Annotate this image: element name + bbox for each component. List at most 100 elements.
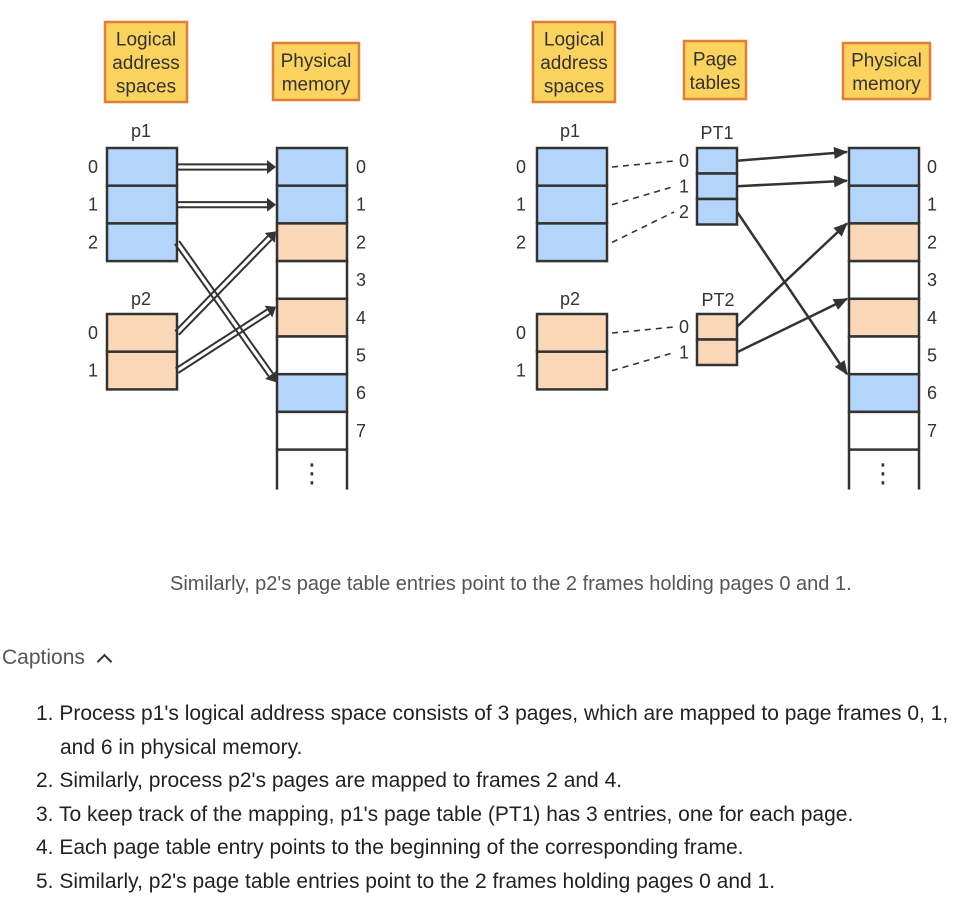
memory-frame <box>849 261 919 299</box>
frame-number: 5 <box>356 346 366 366</box>
frame-number: 5 <box>927 346 937 366</box>
frame-number: 4 <box>927 308 937 328</box>
page-table-pt2 <box>697 314 737 365</box>
page-number: 0 <box>88 323 98 343</box>
legend-text: Logical <box>116 30 176 51</box>
p1-page <box>537 148 607 186</box>
legend-text: Page <box>693 49 737 70</box>
page-number: 2 <box>88 232 98 252</box>
page-number: 0 <box>516 157 526 177</box>
page-table-link <box>612 212 674 242</box>
caption-item: 3. To keep track of the mapping, p1's pa… <box>36 798 966 832</box>
caption-item: 5. Similarly, p2's page table entries po… <box>36 865 966 898</box>
p2-pages <box>107 314 177 389</box>
physical-memory <box>849 148 919 490</box>
pt2-entry <box>697 314 737 340</box>
pt-entry-number: 0 <box>679 317 689 337</box>
page-number: 1 <box>88 195 98 215</box>
memory-frame <box>277 374 347 412</box>
arrow-line <box>179 241 273 373</box>
legend-text: tables <box>690 73 741 94</box>
frame-number: 3 <box>356 270 366 290</box>
frame-number: 1 <box>927 195 937 215</box>
legend-text: address <box>540 53 608 74</box>
p2-label: p2 <box>131 289 151 309</box>
pt1-entry <box>697 148 737 174</box>
p2-page <box>537 314 607 352</box>
pt1-label: PT1 <box>700 123 733 143</box>
legend-text: memory <box>282 74 351 95</box>
p2-page <box>537 352 607 390</box>
pt1-entry <box>697 174 737 200</box>
p1-page <box>537 223 607 261</box>
pt-entry-number: 1 <box>679 177 689 197</box>
p1-page <box>107 186 177 224</box>
memory-frame <box>849 374 919 412</box>
memory-frame <box>849 412 919 450</box>
memory-frame <box>277 299 347 337</box>
p1-label: p1 <box>560 121 580 141</box>
caption-item: 4. Each page table entry points to the b… <box>36 831 966 865</box>
page-number: 0 <box>516 323 526 343</box>
memory-frame <box>277 223 347 261</box>
legend-text: Physical <box>851 50 922 71</box>
p1-page <box>537 186 607 224</box>
captions-toggle[interactable]: Captions <box>2 646 110 670</box>
page-table-arrow <box>737 223 847 326</box>
page-table-link <box>612 353 674 371</box>
p1-label: p1 <box>131 121 151 141</box>
page-number: 1 <box>516 361 526 381</box>
p1-page <box>107 223 177 261</box>
frame-number: 0 <box>927 157 937 177</box>
arrow-line <box>176 309 267 368</box>
arrow-head <box>267 160 276 174</box>
memory-frame <box>849 186 919 224</box>
captions-toggle-label: Captions <box>2 646 85 670</box>
captions-list: 1. Process p1's logical address space co… <box>36 697 966 898</box>
pt1-entry <box>697 199 737 225</box>
legend-text: spaces <box>116 77 176 98</box>
page-table-pt1 <box>697 148 737 225</box>
p2-label: p2 <box>560 289 580 309</box>
memory-frame <box>849 148 919 186</box>
p2-page <box>107 314 177 352</box>
memory-ellipsis: ⋮ <box>299 458 325 488</box>
physical-memory <box>277 148 347 490</box>
frame-number: 2 <box>927 232 937 252</box>
mapping-arrow <box>177 198 276 212</box>
current-caption: Similarly, p2's page table entries point… <box>170 573 852 596</box>
page-table-arrow <box>737 181 847 187</box>
legend-text: Logical <box>544 30 604 51</box>
frame-number: 6 <box>927 383 937 403</box>
memory-frame <box>277 337 347 375</box>
legend-text: Physical <box>281 51 352 72</box>
arrow-line <box>175 244 269 376</box>
paging-diagram: LogicaladdressspacesPhysicalmemoryp1p201… <box>0 0 973 520</box>
legend-page-tables: Page tables <box>684 41 746 99</box>
caption-item: 2. Similarly, process p2's pages are map… <box>36 764 966 798</box>
memory-frame <box>849 299 919 337</box>
p2-page <box>107 352 177 390</box>
frame-number: 6 <box>356 383 366 403</box>
memory-frame <box>849 337 919 375</box>
pt-entry-number: 1 <box>679 343 689 363</box>
page-table-arrow <box>737 152 847 161</box>
page-number: 2 <box>516 232 526 252</box>
pt2-label: PT2 <box>701 290 734 310</box>
p1-pages <box>107 148 177 261</box>
frame-number: 2 <box>356 232 366 252</box>
page-table-arrow <box>737 299 847 352</box>
frame-number: 3 <box>927 270 937 290</box>
legend-text: address <box>112 53 180 74</box>
memory-frame <box>277 148 347 186</box>
frame-number: 4 <box>356 308 366 328</box>
frame-number: 1 <box>356 195 366 215</box>
legend-text: spaces <box>544 77 604 98</box>
page-number: 1 <box>88 361 98 381</box>
